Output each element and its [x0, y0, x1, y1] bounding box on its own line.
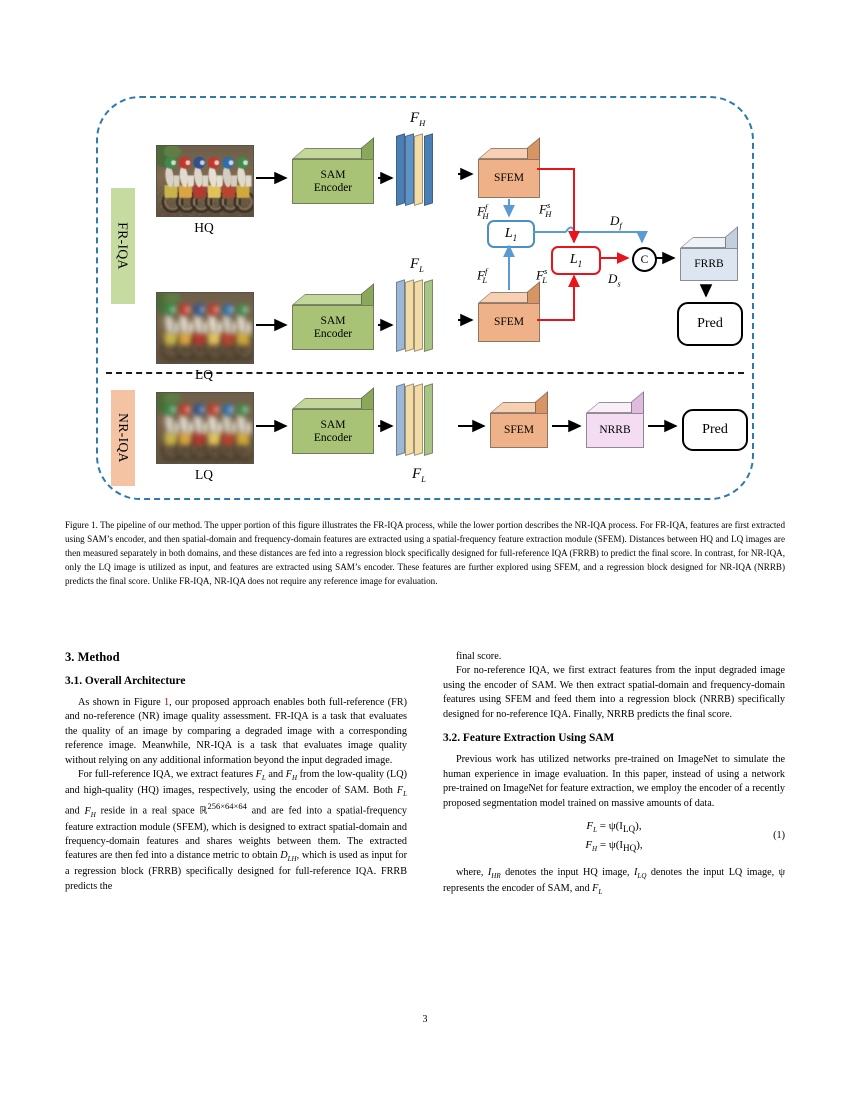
figure-connection-wires — [96, 96, 754, 500]
figure-caption-text: The pipeline of our method. The upper po… — [65, 520, 785, 586]
paragraph-where-definitions: where, IHR denotes the input HQ image, I… — [443, 866, 785, 898]
body-column-right: final score. For no-reference IQA, we fi… — [443, 650, 785, 898]
paragraph-overall-architecture: As shown in Figure 1, our proposed appro… — [65, 696, 407, 768]
paragraph-previous-work: Previous work has utilized networks pre-… — [443, 753, 785, 811]
figure-caption: Figure 1. The pipeline of our method. Th… — [65, 519, 785, 589]
paragraph-no-reference-iqa: For no-reference IQA, we first extract f… — [443, 664, 785, 722]
heading-method: 3. Method — [65, 650, 407, 665]
equation-1-number: (1) — [773, 829, 785, 843]
heading-feature-extraction-sam: 3.2. Feature Extraction Using SAM — [443, 732, 785, 746]
paragraph-full-reference-iqa: For full-reference IQA, we extract featu… — [65, 768, 407, 894]
paragraph-continuation-final-score: final score. — [443, 650, 785, 664]
figure-caption-label: Figure 1. — [65, 520, 98, 530]
equation-1-body: FL = ψ(ILQ), FH = ψ(IHQ), — [443, 818, 785, 856]
heading-overall-architecture: 3.1. Overall Architecture — [65, 675, 407, 689]
equation-1-line-1: FL = ψ(ILQ), — [443, 818, 785, 837]
body-column-left: 3. Method 3.1. Overall Architecture As s… — [65, 650, 407, 894]
equation-1-block: FL = ψ(ILQ), FH = ψ(IHQ), (1) — [443, 818, 785, 858]
page-number: 3 — [0, 1014, 850, 1025]
figure-1-pipeline-diagram: FR-IQA NR-IQA HQ SAMEncoder FH — [96, 96, 754, 500]
equation-1-line-2: FH = ψ(IHQ), — [443, 837, 785, 856]
